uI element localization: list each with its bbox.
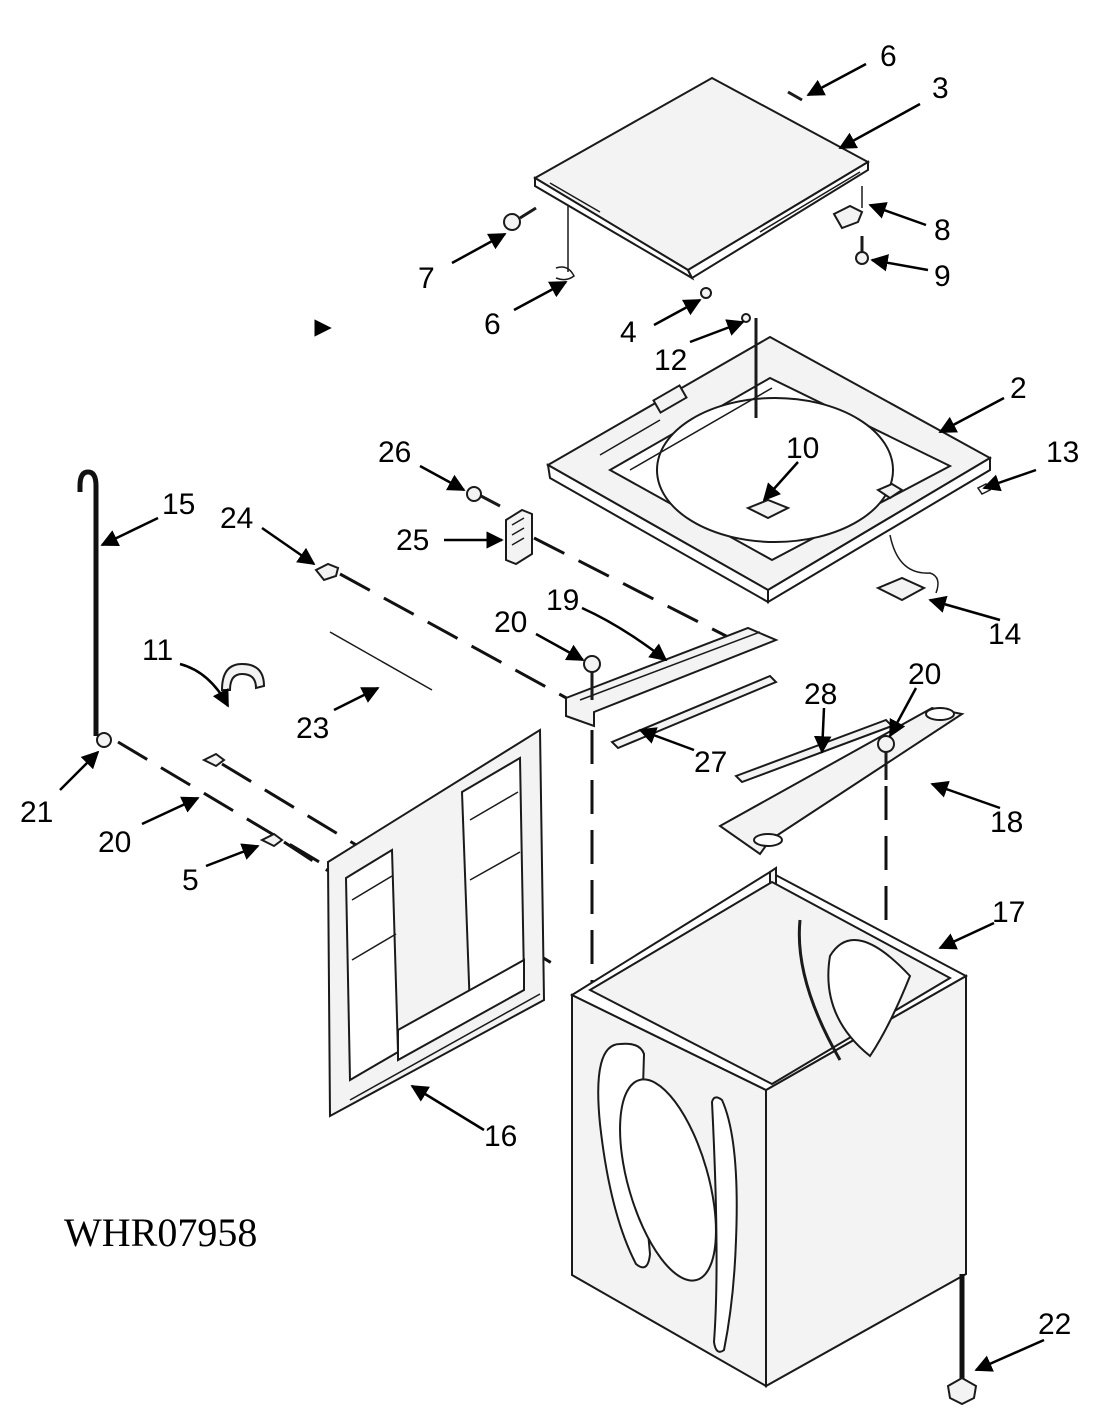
hinge-screw — [503, 206, 537, 231]
callout-label: 28 — [804, 678, 837, 711]
callout-label: 20 — [98, 826, 131, 859]
screw-20-a — [583, 655, 601, 700]
callout-label: 5 — [182, 864, 199, 897]
screw-20-c — [201, 752, 226, 768]
callout-label: 8 — [934, 214, 951, 247]
hose-clamp — [96, 732, 112, 748]
callout-label: 2 — [1010, 372, 1027, 405]
callout-label: 21 — [20, 796, 53, 829]
hinge-pin — [787, 90, 803, 102]
screw-20-b — [877, 735, 895, 780]
callout-label: 15 — [162, 488, 195, 521]
callout-label: 10 — [786, 432, 819, 465]
screw-5 — [259, 832, 284, 848]
diagram-code: WHR07958 — [64, 1210, 257, 1255]
callout-label: 6 — [880, 40, 897, 73]
water-inlet-tube — [741, 313, 758, 418]
callout-label: 20 — [908, 658, 941, 691]
screw-26 — [466, 486, 501, 508]
lid-lock-harness — [875, 534, 939, 602]
callout-label: 25 — [396, 524, 429, 557]
callout-label: 22 — [1038, 1308, 1071, 1341]
callout-label: 7 — [418, 262, 435, 295]
washer-cabinet — [569, 866, 969, 1388]
callout-label: 4 — [620, 316, 637, 349]
leveling-leg — [946, 1274, 978, 1406]
rear-top-bracket — [565, 626, 779, 728]
callout-label: 9 — [934, 260, 951, 293]
callout-label: 26 — [378, 436, 411, 469]
callout-label: 27 — [694, 746, 727, 779]
callout-label: 20 — [494, 606, 527, 639]
callout-label: 13 — [1046, 436, 1079, 469]
callout-label: 3 — [932, 72, 949, 105]
callout-label: 11 — [142, 634, 173, 667]
screw — [855, 236, 869, 265]
callout-label: 14 — [988, 618, 1021, 651]
callout-leaders — [59, 62, 1045, 1372]
callout-label: 18 — [990, 806, 1023, 839]
lid-switch-actuator — [832, 186, 864, 230]
callout-label: 6 — [484, 308, 501, 341]
callout-label: 24 — [220, 502, 253, 535]
screw-24 — [314, 562, 340, 582]
callout-label: 16 — [484, 1120, 517, 1153]
hinge-pin — [555, 206, 575, 281]
drain-hose — [77, 469, 99, 736]
top-panel — [545, 335, 993, 604]
callout-label: 17 — [992, 896, 1025, 929]
drain-hose-guide — [220, 662, 266, 691]
clip-25 — [505, 508, 533, 566]
rear-panel — [326, 728, 546, 1118]
callout-label: 12 — [654, 344, 687, 377]
front-top-bracket — [718, 706, 965, 856]
callout-label: 19 — [546, 584, 579, 617]
callout-label: 23 — [296, 712, 329, 745]
washer-lid — [533, 76, 871, 281]
lid-bumper — [700, 287, 712, 299]
